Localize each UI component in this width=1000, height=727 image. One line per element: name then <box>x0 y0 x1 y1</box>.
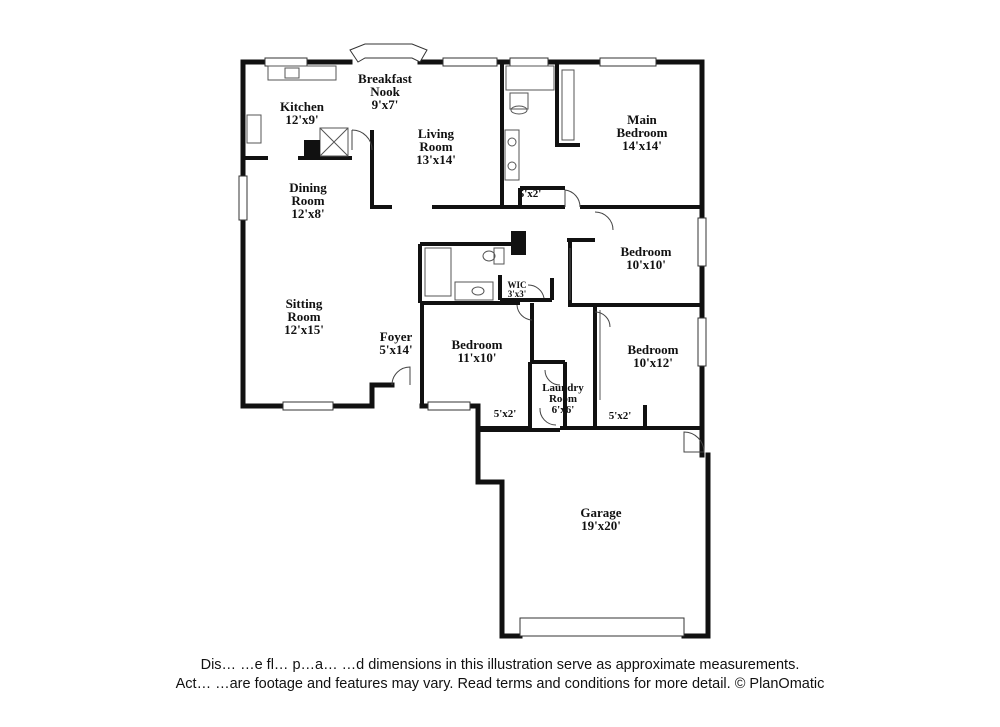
solid-blocks <box>304 140 526 255</box>
room-closet-bath: 5'x2' <box>519 189 542 200</box>
room-name-line2: Bedroom <box>616 125 668 140</box>
room-name-line2: Room <box>291 193 325 208</box>
disclaimer-line1: Dis… …e fl… p…a… …d dimensions in this i… <box>200 657 800 673</box>
room-name-line2: Room <box>419 139 453 154</box>
room-closet-mid: 5'x2' <box>494 409 517 420</box>
room-name: WIC <box>507 280 527 290</box>
room-foyer: Foyer 5'x14' <box>379 330 412 356</box>
room-dimensions: 12'x15' <box>284 322 324 337</box>
room-bedroom-ne: Bedroom 10'x10' <box>620 245 671 271</box>
room-name-line1: Sitting <box>285 296 323 311</box>
room-main-bedroom: Main Bedroom 14'x14' <box>616 113 667 152</box>
room-name-line1: Laundry <box>542 382 584 394</box>
room-name-line2: Room <box>287 309 321 324</box>
wall-west-south <box>240 59 395 409</box>
room-bedroom-mid: Bedroom 11'x10' <box>451 338 502 364</box>
room-dimensions: 10'x12' <box>633 355 673 370</box>
room-dimensions: 5'x14' <box>379 342 413 357</box>
room-bedroom-se: Bedroom 10'x12' <box>627 343 678 369</box>
room-kitchen: Kitchen 12'x9' <box>280 100 324 126</box>
room-dimensions: 14'x14' <box>622 138 662 153</box>
room-living-room: Living Room 13'x14' <box>416 127 456 166</box>
room-dimensions: 11'x10' <box>457 350 497 365</box>
room-dimensions: 5'x2' <box>493 408 517 420</box>
room-dimensions: 10'x10' <box>626 257 666 272</box>
room-name: Foyer <box>379 329 413 344</box>
room-sitting-room: Sitting Room 12'x15' <box>284 297 324 336</box>
room-name: Bedroom <box>451 337 503 352</box>
room-dimensions: 6'x6' <box>551 404 575 416</box>
disclaimer-line2: Act… …are footage and features may vary.… <box>175 676 825 692</box>
room-dimensions: 12'x8' <box>291 206 325 221</box>
room-name-line2: Nook <box>370 84 400 99</box>
room-dining-room: Dining Room 12'x8' <box>289 181 327 220</box>
room-dimensions: 5'x2' <box>518 188 542 200</box>
room-name-line1: Breakfast <box>358 71 412 86</box>
room-name: Garage <box>580 505 622 520</box>
room-dimensions: 3'x3' <box>507 289 527 299</box>
room-laundry-room: Laundry Room 6'x6' <box>542 383 584 416</box>
door-swings <box>351 129 705 453</box>
room-name-line1: Main <box>627 112 657 127</box>
room-dimensions: 13'x14' <box>416 152 456 167</box>
room-name-line2: Room <box>548 393 578 405</box>
windows <box>238 43 707 637</box>
room-dimensions: 5'x2' <box>608 410 632 422</box>
room-name: Bedroom <box>620 244 672 259</box>
disclaimer: Dis… …e fl… p…a… …d dimensions in this i… <box>0 656 1000 694</box>
room-name-line1: Dining <box>289 180 327 195</box>
room-closet-se: 5'x2' <box>609 411 632 422</box>
room-garage: Garage 19'x20' <box>580 506 621 532</box>
room-breakfast-nook: Breakfast Nook 9'x7' <box>358 72 412 111</box>
room-name-line1: Living <box>417 126 455 141</box>
room-name: Kitchen <box>279 99 325 114</box>
room-dimensions: 12'x9' <box>285 112 319 127</box>
room-dimensions: 19'x20' <box>581 518 621 533</box>
room-wic: WIC 3'x3' <box>507 281 526 299</box>
room-dimensions: 9'x7' <box>371 97 399 112</box>
room-name: Bedroom <box>627 342 679 357</box>
fixtures <box>246 65 601 400</box>
